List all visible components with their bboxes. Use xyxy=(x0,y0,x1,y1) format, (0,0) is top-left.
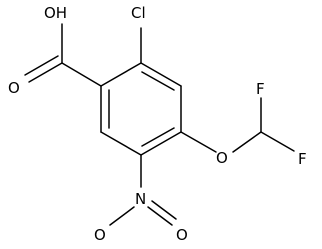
fluorine-top-label: F xyxy=(256,80,265,98)
ether-oxygen-label: O xyxy=(216,149,228,167)
bond-nitrogen-to-oxygen-left xyxy=(109,206,135,226)
bond-nitrogen-to-oxygen-right-outer xyxy=(147,206,173,226)
nitro-oxygen-right-label: O xyxy=(176,226,188,244)
ring-bond-c2-c3-inner xyxy=(141,71,175,91)
nitro-group: N O O xyxy=(94,154,188,244)
ring-bond-c5-c6 xyxy=(100,131,142,156)
difluoromethoxy-group: O F F xyxy=(180,80,307,168)
carboxyl-oh-label: OH xyxy=(44,4,67,22)
nitro-nitrogen-label: N xyxy=(135,190,146,208)
benzene-ring xyxy=(100,62,182,156)
chloro-group: Cl xyxy=(131,4,146,64)
bond-carbon-to-fluorine-bottom xyxy=(260,131,295,152)
chlorine-label: Cl xyxy=(131,4,146,22)
carboxyl-group: OH O xyxy=(8,4,102,97)
ring-bond-c1-c2 xyxy=(100,62,142,87)
fluorine-bottom-label: F xyxy=(298,150,307,168)
bond-carbonyl-outer xyxy=(28,62,63,83)
ring-bond-c2-c3 xyxy=(140,62,182,87)
bond-ring-to-ether-oxygen xyxy=(180,131,217,153)
bond-ring-to-carboxyl-carbon xyxy=(61,62,102,87)
carboxyl-o-label: O xyxy=(8,79,20,97)
bond-nitrogen-to-oxygen-right-inner xyxy=(151,200,177,220)
ring-bond-c4-c5-inner xyxy=(141,127,175,147)
bond-ether-oxygen-to-carbon xyxy=(232,131,262,153)
nitro-oxygen-left-label: O xyxy=(94,226,106,244)
ring-bond-c4-c5 xyxy=(140,131,182,156)
bond-carbonyl-inner xyxy=(24,55,59,76)
